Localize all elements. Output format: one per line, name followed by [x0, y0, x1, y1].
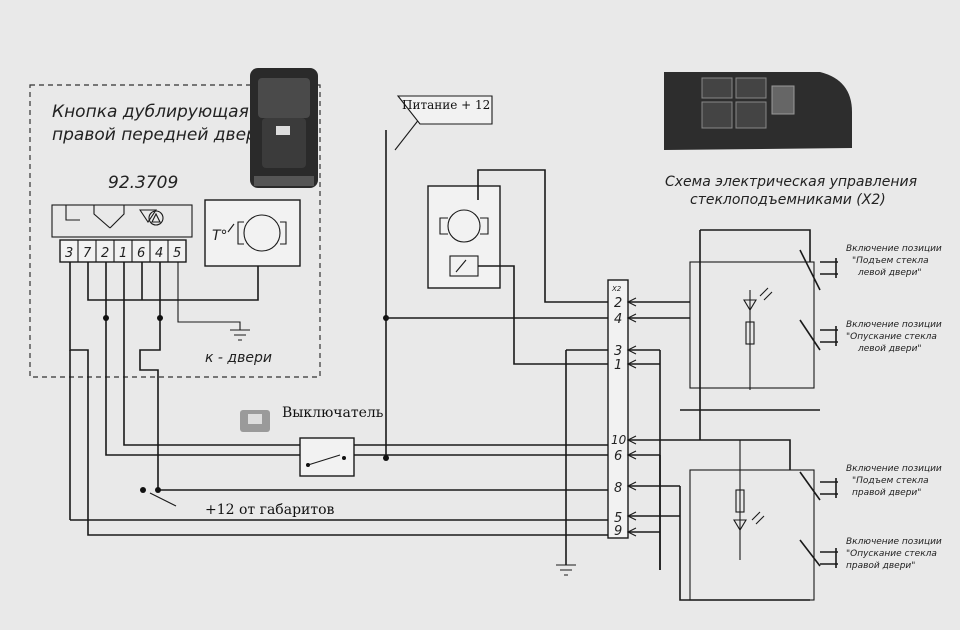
- toggle-switch-photo-icon: [240, 410, 270, 432]
- power-label: Питание + 12: [402, 98, 490, 112]
- svg-text:левой двери": левой двери": [857, 268, 922, 278]
- left-switch-title-1: Кнопка дублирующая: [52, 102, 249, 122]
- switch-photo-icon: [250, 68, 318, 188]
- conn-pin-6: 6: [614, 449, 622, 464]
- conn-pin-4: 4: [614, 312, 622, 327]
- position-label-3: Включение позиции "Подъем стекла правой …: [846, 464, 942, 498]
- conn-pin-5: 5: [614, 511, 622, 526]
- pin-7: 7: [83, 246, 92, 261]
- connector-header: X2: [611, 285, 622, 293]
- svg-text:Включение позиции: Включение позиции: [846, 244, 942, 254]
- control-unit-title-2: стеклоподъемниками (X2): [690, 192, 886, 208]
- svg-text:Включение позиции: Включение позиции: [846, 464, 942, 474]
- conn-pin-9: 9: [614, 524, 622, 539]
- position-label-4: Включение позиции "Опускание стекла прав…: [846, 537, 942, 571]
- svg-text:"Опускание стекла: "Опускание стекла: [846, 549, 937, 559]
- svg-text:правой двери": правой двери": [852, 488, 921, 498]
- left-switch-enclosure: [29, 84, 321, 378]
- svg-text:Включение позиции: Включение позиции: [846, 320, 942, 330]
- switch-contacts: [51, 204, 193, 238]
- main-switch: [299, 437, 355, 477]
- conn-pin-2: 2: [614, 296, 622, 311]
- svg-text:T°: T°: [212, 228, 228, 244]
- control-unit-bottom: [659, 409, 838, 601]
- led-icon: [148, 210, 164, 226]
- left-switch-part-number: 92.3709: [108, 173, 178, 193]
- left-switch-pin-row: 3 7 2 1 6 4 5: [59, 239, 187, 263]
- ground-label: к - двери: [205, 350, 272, 366]
- left-switch-title-2: правой передней двери: [52, 125, 268, 145]
- pin-6: 6: [137, 246, 145, 261]
- switch-block-photo-icon: [664, 72, 852, 150]
- pin-2: 2: [101, 246, 109, 261]
- svg-text:Включение позиции: Включение позиции: [846, 537, 942, 547]
- connector-x2: [607, 279, 629, 539]
- conn-pin-3: 3: [614, 344, 622, 359]
- position-label-2: Включение позиции "Опускание стекла лево…: [846, 320, 942, 354]
- conn-pin-10: 10: [611, 433, 627, 447]
- pin-1: 1: [119, 246, 127, 261]
- ground-icon: [230, 329, 250, 341]
- svg-text:левой двери": левой двери": [857, 344, 922, 354]
- center-motor-box: [427, 185, 501, 289]
- svg-text:"Подъем стекла: "Подъем стекла: [852, 476, 929, 486]
- svg-text:"Подъем стекла: "Подъем стекла: [852, 256, 929, 266]
- pin-5: 5: [173, 246, 181, 261]
- control-unit-top: [659, 229, 838, 601]
- motor-icon: [237, 214, 287, 252]
- conn-pin-1: 1: [614, 358, 622, 373]
- pin-4: 4: [155, 246, 163, 261]
- left-motor-box: [204, 199, 301, 267]
- parking-light-label: +12 от габаритов: [205, 502, 335, 518]
- conn-pin-8: 8: [614, 481, 622, 496]
- svg-text:правой двери": правой двери": [846, 561, 915, 571]
- ground-icon: [556, 564, 576, 576]
- thermal-breaker-icon: T°: [212, 223, 235, 244]
- position-label-1: Включение позиции "Подъем стекла левой д…: [846, 244, 942, 278]
- svg-text:"Опускание стекла: "Опускание стекла: [846, 332, 937, 342]
- control-unit-title-1: Схема электрическая управления: [665, 174, 917, 190]
- pin-3: 3: [65, 246, 73, 261]
- main-switch-label: Выключатель: [282, 405, 384, 421]
